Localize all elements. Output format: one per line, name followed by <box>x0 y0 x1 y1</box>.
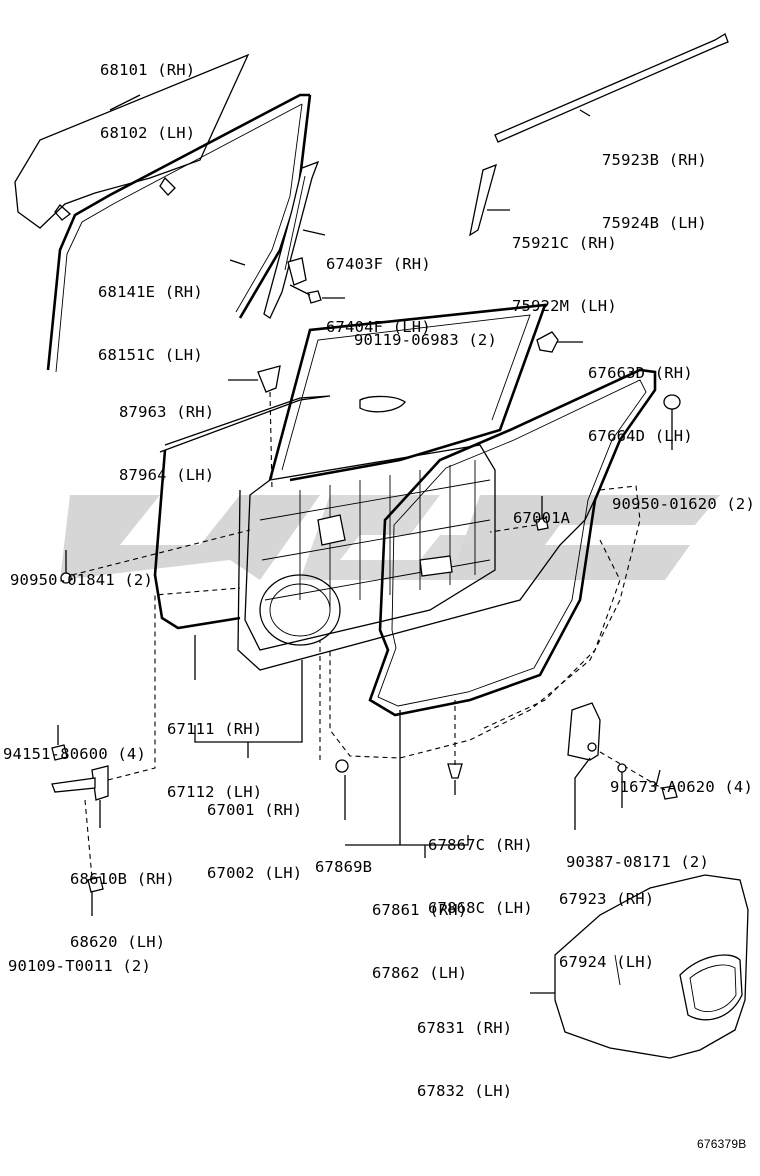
label-clip-67867-rh: 67867C (RH) <box>428 836 533 854</box>
label-door-trim-lh: 67832 (LH) <box>417 1082 513 1100</box>
label-outer-moulding-rh: 75923B (RH) <box>602 151 707 169</box>
label-bracket-67663: 67663D (RH) 67664D (LH) <box>588 321 693 468</box>
label-cover-87963: 87963 (RH) 87964 (LH) <box>119 360 214 507</box>
label-nut-94151: 94151-80600 (4) <box>3 745 146 763</box>
label-bracket-67923-lh: 67924 (LH) <box>559 953 655 971</box>
label-bolt-91673: 91673-A0620 (4) <box>610 778 753 796</box>
label-division-bar-lh: 67404F (LH) <box>326 318 431 336</box>
bolt-90119 <box>289 284 322 304</box>
bracket-67001 <box>194 660 303 758</box>
clip-67869b <box>319 640 349 820</box>
clip-67867c <box>447 700 463 795</box>
label-garnish: 75921C (RH) 75922M (LH) <box>512 191 617 338</box>
seal-outline-dashed <box>329 485 641 759</box>
label-cover-87963-rh: 87963 (RH) <box>119 403 215 421</box>
label-weatherstrip-67111: 67111 (RH) 67112 (LH) <box>167 677 262 824</box>
label-door-assy-sub: 67001A <box>513 509 571 527</box>
label-plug-90950-01620: 90950-01620 (2) <box>612 495 755 513</box>
label-panel-67001-rh: 67001 (RH) <box>207 801 303 819</box>
label-glass-run: 68141E (RH) 68151C (LH) <box>98 240 203 387</box>
door-trim <box>554 874 749 1059</box>
label-bolt-90387: 90387-08171 (2) <box>566 853 709 871</box>
label-weatherstrip-67111-lh: 67112 (LH) <box>167 783 263 801</box>
label-cover-87963-lh: 87964 (LH) <box>119 466 215 484</box>
cover-87963 <box>257 365 281 491</box>
bolt-90387 <box>617 763 627 808</box>
seal-outline-dashed-inner <box>479 539 621 731</box>
label-weatherstrip-67861: 67861 (RH) 67862 (LH) <box>372 858 467 1005</box>
bolt-91673 <box>599 751 678 800</box>
label-glass: 68101 (RH) 68102 (LH) <box>100 18 195 165</box>
door-weatherstrip <box>368 368 657 717</box>
label-division-bar-rh: 67403F (RH) <box>326 255 431 273</box>
door-check <box>51 587 241 828</box>
label-glass-lh: 68102 (LH) <box>100 124 196 142</box>
outer-moulding <box>494 33 729 143</box>
label-bolt-90119: 90119-06983 (2) <box>354 331 497 349</box>
label-glass-rh: 68101 (RH) <box>100 61 196 79</box>
label-door-check: 68610B (RH) 68620 (LH) <box>70 827 175 974</box>
bracket-67663 <box>536 331 559 353</box>
label-panel-67001-lh: 67002 (LH) <box>207 864 303 882</box>
label-bracket-67663-rh: 67663D (RH) <box>588 364 693 382</box>
nut-94151 <box>51 725 68 761</box>
label-garnish-rh: 75921C (RH) <box>512 234 617 252</box>
garnish <box>469 163 497 237</box>
label-bracket-67923-rh: 67923 (RH) <box>559 890 655 908</box>
label-door-check-lh: 68620 (LH) <box>70 933 166 951</box>
label-weatherstrip-67861-rh: 67861 (RH) <box>372 901 468 919</box>
door-panel <box>153 303 601 671</box>
label-bolt-90109: 90109-T0011 (2) <box>8 957 151 975</box>
plug-90950-01620 <box>663 394 681 450</box>
label-outer-moulding-lh: 75924B (LH) <box>602 214 707 232</box>
plug-67001a <box>489 496 549 533</box>
label-bracket-67663-lh: 67664D (LH) <box>588 427 693 445</box>
label-plug-90950-01841: 90950-01841 (2) <box>10 571 153 589</box>
label-bracket-67923: 67923 (RH) 67924 (LH) <box>559 847 654 994</box>
door-glass <box>14 53 250 229</box>
leader-67403 <box>302 229 326 236</box>
label-garnish-lh: 75922M (LH) <box>512 297 617 315</box>
bracket-67923 <box>567 702 601 830</box>
label-outer-moulding: 75923B (RH) 75924B (LH) <box>602 108 707 255</box>
label-weatherstrip-67111-rh: 67111 (RH) <box>167 720 263 738</box>
figure-code: 676379B <box>697 1137 747 1151</box>
leader-68141 <box>229 259 246 266</box>
label-panel-67001: 67001 (RH) 67002 (LH) <box>207 758 302 905</box>
label-glass-run-rh: 68141E (RH) <box>98 283 203 301</box>
label-weatherstrip-67861-lh: 67862 (LH) <box>372 964 468 982</box>
bolt-90109 <box>84 799 104 916</box>
label-division-bar: 67403F (RH) 67404F (LH) <box>326 212 431 359</box>
leader-75923 <box>579 109 591 117</box>
label-door-check-rh: 68610B (RH) <box>70 870 175 888</box>
label-glass-run-lh: 68151C (LH) <box>98 346 203 364</box>
bracket-67861 <box>345 710 469 858</box>
label-clip-67867-lh: 67868C (LH) <box>428 899 533 917</box>
label-door-trim-rh: 67831 (RH) <box>417 1019 513 1037</box>
label-clip-67867: 67867C (RH) 67868C (LH) <box>428 793 533 940</box>
door-parts-diagram <box>14 33 749 1059</box>
label-clip-67869b: 67869B <box>315 858 373 876</box>
label-door-trim: 67831 (RH) 67832 (LH) <box>417 976 512 1123</box>
plug-90950-01841 <box>60 529 251 584</box>
division-bar <box>263 160 320 319</box>
leader-68101 <box>109 94 141 111</box>
